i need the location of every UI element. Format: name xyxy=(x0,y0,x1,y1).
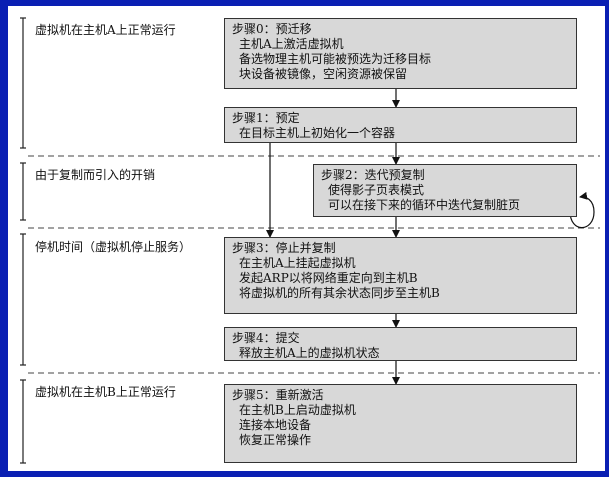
step-line: 发起ARP以将网络重定向到主机B xyxy=(239,271,418,285)
migration-diagram: 虚拟机在主机A上正常运行 由于复制而引入的开销 停机时间（虚拟机停止服务） 虚拟… xyxy=(8,6,605,471)
step-title: 步骤0：预迁移 xyxy=(232,22,312,36)
step-3-stop-and-copy: 步骤3：停止并复制 在主机A上挂起虚拟机 发起ARP以将网络重定向到主机B 将虚… xyxy=(224,237,577,314)
loop-arrow-step2 xyxy=(569,191,595,229)
step-4-commitment: 步骤4：提交 释放主机A上的虚拟机状态 xyxy=(224,327,577,361)
step-2-iterative-precopy: 步骤2：迭代预复制 使得影子页表模式 可以在接下来的循环中迭代复制脏页 xyxy=(313,164,577,217)
step-line: 在目标主机上初始化一个容器 xyxy=(239,126,396,140)
step-5-activation: 步骤5：重新激活 在主机B上启动虚拟机 连接本地设备 恢复正常操作 xyxy=(224,384,577,463)
phase-separators xyxy=(28,155,600,374)
diagram-lines xyxy=(20,17,600,464)
step-line: 主机A上激活虚拟机 xyxy=(239,37,344,51)
step-title: 步骤3：停止并复制 xyxy=(232,241,336,255)
phase-label-running-on-b: 虚拟机在主机B上正常运行 xyxy=(35,385,176,399)
step-title: 步骤4：提交 xyxy=(232,331,300,345)
step-title: 步骤2：迭代预复制 xyxy=(321,168,425,182)
step-line: 使得影子页表模式 xyxy=(328,183,425,197)
phase-label-downtime: 停机时间（虚拟机停止服务） xyxy=(35,240,192,254)
phase-label-running-on-a: 虚拟机在主机A上正常运行 xyxy=(35,23,176,37)
phase-bracket-2 xyxy=(20,162,26,221)
step-1-reservation: 步骤1：预定 在目标主机上初始化一个容器 xyxy=(224,107,577,143)
step-line: 块设备被镜像，空闲资源被保留 xyxy=(239,67,408,81)
step-title: 步骤5：重新激活 xyxy=(232,388,324,402)
phase-bracket-3 xyxy=(20,233,26,366)
step-line: 在主机B上启动虚拟机 xyxy=(239,403,356,417)
phase-label-copy-overhead: 由于复制而引入的开销 xyxy=(35,168,156,182)
step-line: 备选物理主机可能被预选为迁移目标 xyxy=(239,52,432,66)
phase-bracket-4 xyxy=(20,379,26,464)
step-title: 步骤1：预定 xyxy=(232,111,300,125)
step-0-premigration: 步骤0：预迁移 主机A上激活虚拟机 备选物理主机可能被预选为迁移目标 块设备被镜… xyxy=(224,18,577,89)
step-line: 释放主机A上的虚拟机状态 xyxy=(239,346,380,360)
step-line: 在主机A上挂起虚拟机 xyxy=(239,256,356,270)
step-line: 连接本地设备 xyxy=(239,418,312,432)
step-line: 可以在接下来的循环中迭代复制脏页 xyxy=(328,198,521,212)
step-line: 恢复正常操作 xyxy=(239,433,312,447)
phase-bracket-1 xyxy=(20,17,26,149)
step-line: 将虚拟机的所有其余状态同步至主机B xyxy=(239,286,440,300)
